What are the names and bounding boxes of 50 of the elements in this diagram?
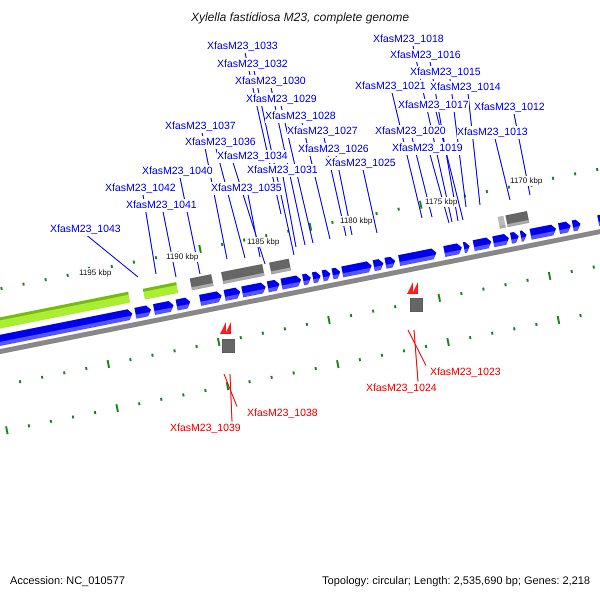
gene-label: XfasM23_1020 [375,124,446,138]
gene-label: XfasM23_1043 [50,222,121,236]
gene-label: XfasM23_1033 [207,40,278,52]
footer-text: Topology: circular; Length: 2,535,690 bp; Genes: 2,218 [322,575,590,587]
gene-label: XfasM23_1026 [298,142,369,156]
gene-label: XfasM23_1035 [211,182,282,194]
leader-line [414,330,418,382]
gene-label: XfasM23_1041 [126,198,197,212]
gene-label: XfasM23_1013 [457,126,528,138]
leader-line [430,154,450,224]
gene-label: XfasM23_1032 [217,58,288,70]
gene-label: XfasM23_1016 [390,48,461,62]
leader-line [494,138,510,200]
gene-label: XfasM23_1031 [247,164,318,176]
leader-line [86,235,138,278]
leader-line [468,93,480,206]
position-label: 1190 kbp [166,252,198,262]
leader-line [282,176,296,248]
gene-label: XfasM23_1014 [430,80,501,94]
gene-label: XfasM23_1030 [235,74,306,88]
gene-label: XfasM23_1012 [474,100,545,114]
gene-label: XfasM23_1040 [142,164,213,178]
gene-label: XfasM23_1027 [287,124,358,138]
leader-line [408,330,426,366]
gene-label: XfasM23_1029 [246,92,317,106]
leader-line [362,169,378,234]
gene-label: XfasM23_1036 [185,136,256,148]
footer-text: Accession: NC_010577 [10,575,125,587]
gene-label: XfasM23_1034 [217,150,288,162]
gene-label: XfasM23_1019 [392,142,463,154]
position-label: 1185 kbp [247,237,280,247]
gene-label: XfasM23_1023 [430,366,501,378]
position-label: 1180 kbp [340,216,372,226]
leader-line [230,374,232,422]
gene-label: XfasM23_1038 [247,406,318,420]
position-label: 1175 kbp [425,197,458,207]
gene-label: XfasM23_1028 [265,110,336,122]
gene-label: XfasM23_1024 [366,382,437,394]
leader-line [224,374,238,407]
gene-label: XfasM23_1017 [398,98,469,112]
title: Xylella fastidiosa M23, complete genome [190,10,410,24]
gene-label: XfasM23_1042 [105,182,176,194]
position-label: 1170 kbp [510,176,542,186]
gene-label: XfasM23_1015 [410,66,481,78]
gene-label: XfasM23_1021 [355,80,426,92]
position-label: 1195 kbp [79,268,112,278]
gene-label: XfasM23_1025 [325,156,396,170]
gene-label: XfasM23_1018 [373,32,444,46]
gene-label: XfasM23_1037 [165,120,236,132]
gene-label: XfasM23_1039 [170,422,241,434]
